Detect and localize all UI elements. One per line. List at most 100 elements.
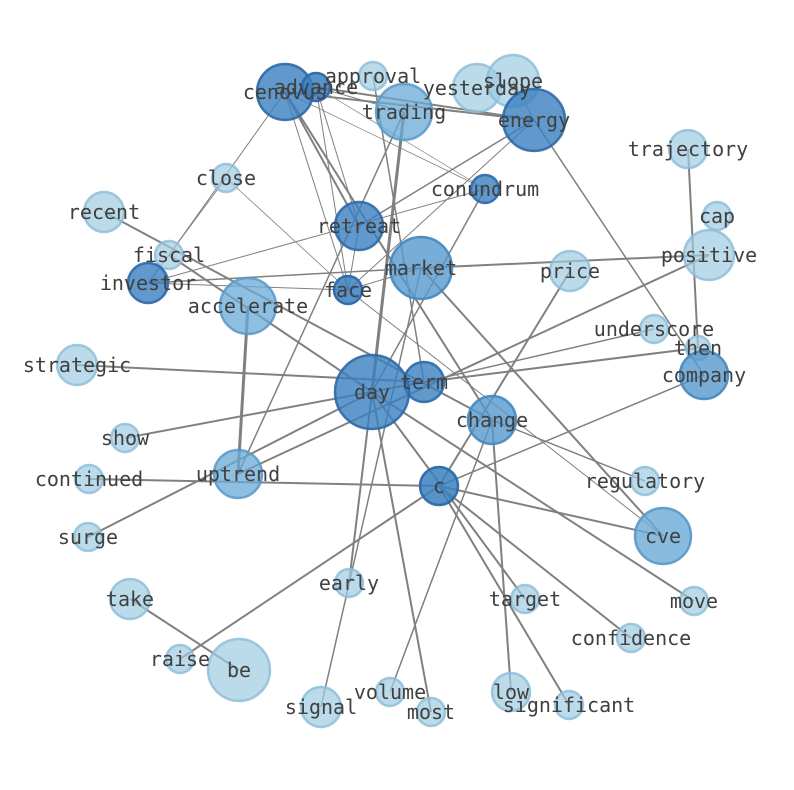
- edge-c-cve: [438, 485, 664, 537]
- node-label-fiscal: fiscal: [133, 243, 205, 267]
- node-signal[interactable]: [299, 685, 343, 729]
- node-most[interactable]: [415, 696, 447, 728]
- node-label-energy: energy: [498, 108, 570, 132]
- node-surge[interactable]: [72, 521, 104, 553]
- node-label-positive: positive: [661, 243, 757, 267]
- node-investor[interactable]: [126, 261, 170, 305]
- edge-close-face: [225, 177, 349, 291]
- node-label-cap: cap: [699, 204, 735, 228]
- node-take[interactable]: [108, 577, 152, 621]
- node-label-term: term: [400, 370, 448, 394]
- node-target[interactable]: [509, 583, 541, 615]
- node-label-day: day: [354, 380, 390, 404]
- node-label-cenovus: cenovus: [243, 80, 327, 104]
- node-label-retreat: retreat: [317, 214, 401, 238]
- edge-market-signal: [320, 267, 422, 708]
- edge-term-then: [423, 347, 699, 383]
- node-label-significant: significant: [503, 693, 635, 717]
- node-retreat[interactable]: [333, 200, 385, 252]
- node-label-strategic: strategic: [23, 353, 131, 377]
- node-raise[interactable]: [164, 643, 196, 675]
- node-trajectory[interactable]: [667, 128, 709, 170]
- node-label-confidence: confidence: [571, 626, 691, 650]
- node-label-take: take: [106, 587, 154, 611]
- node-label-c: c: [433, 474, 445, 498]
- node-label-low: low: [493, 680, 530, 704]
- edge-market-cve: [420, 267, 664, 537]
- node-label-move: move: [670, 589, 718, 613]
- node-positive[interactable]: [682, 228, 736, 282]
- node-label-accelerate: accelerate: [188, 294, 308, 318]
- node-underscore[interactable]: [638, 313, 670, 345]
- edge-energy-face: [347, 119, 535, 291]
- node-uptrend[interactable]: [212, 448, 264, 500]
- node-label-most: most: [407, 700, 455, 724]
- node-label-target: target: [489, 587, 561, 611]
- node-recent[interactable]: [82, 190, 126, 234]
- node-close[interactable]: [210, 162, 242, 194]
- node-label-early: early: [319, 571, 379, 595]
- node-label-regulatory: regulatory: [585, 469, 705, 493]
- node-significant[interactable]: [553, 689, 585, 721]
- node-show[interactable]: [109, 422, 141, 454]
- node-label-volume: volume: [354, 680, 426, 704]
- node-regulatory[interactable]: [629, 465, 661, 497]
- node-label-trading: trading: [362, 100, 446, 124]
- node-cve[interactable]: [633, 506, 693, 566]
- edge-advance-face: [315, 86, 349, 291]
- edge-day-move: [371, 391, 695, 602]
- node-label-raise: raise: [150, 647, 210, 671]
- node-label-then: then: [674, 336, 722, 360]
- edge-change-regulatory: [491, 419, 646, 482]
- node-label-trajectory: trajectory: [628, 137, 748, 161]
- node-day[interactable]: [333, 353, 411, 431]
- node-early[interactable]: [333, 567, 365, 599]
- node-label-recent: recent: [68, 200, 140, 224]
- node-c[interactable]: [418, 465, 460, 507]
- node-market[interactable]: [388, 235, 454, 301]
- node-advance[interactable]: [300, 71, 332, 103]
- node-be[interactable]: [206, 637, 272, 703]
- node-continued[interactable]: [73, 463, 105, 495]
- edge-trading-uptrend: [237, 111, 405, 475]
- node-label-advance: advance: [274, 75, 358, 99]
- node-face[interactable]: [332, 274, 364, 306]
- node-price[interactable]: [548, 249, 592, 293]
- node-change[interactable]: [466, 394, 518, 446]
- edge-conundrum-investor: [147, 188, 486, 284]
- node-energy[interactable]: [501, 87, 567, 153]
- node-label-yesterday: yesterday: [423, 76, 531, 100]
- edge-continued-c: [88, 478, 440, 487]
- node-label-uptrend: uptrend: [196, 462, 280, 486]
- node-label-company: company: [662, 363, 746, 387]
- node-label-investor: investor: [100, 271, 196, 295]
- node-volume[interactable]: [374, 676, 406, 708]
- node-layer: [55, 53, 736, 729]
- node-fiscal[interactable]: [153, 239, 185, 271]
- node-move[interactable]: [678, 585, 710, 617]
- node-label-change: change: [456, 408, 528, 432]
- edge-day-most: [371, 391, 432, 713]
- node-conundrum[interactable]: [469, 173, 501, 205]
- node-label-slope: slope: [483, 69, 543, 93]
- node-label-price: price: [540, 259, 600, 283]
- node-trading[interactable]: [374, 82, 434, 142]
- edge-change-low: [491, 419, 512, 693]
- edge-cenovus-conundrum: [284, 91, 486, 190]
- edge-energy-company: [533, 119, 705, 376]
- node-label-be: be: [227, 658, 251, 682]
- edge-underscore-term: [423, 328, 655, 383]
- node-strategic[interactable]: [55, 343, 99, 387]
- node-company[interactable]: [678, 349, 730, 401]
- node-low[interactable]: [490, 671, 532, 713]
- node-accelerate[interactable]: [218, 276, 278, 336]
- node-label-market: market: [385, 256, 457, 280]
- edge-trading-day: [370, 111, 406, 393]
- node-label-conundrum: conundrum: [431, 177, 539, 201]
- node-confidence[interactable]: [615, 622, 647, 654]
- node-label-approval: approval: [325, 64, 421, 88]
- node-approval[interactable]: [357, 60, 389, 92]
- node-label-underscore: underscore: [594, 317, 714, 341]
